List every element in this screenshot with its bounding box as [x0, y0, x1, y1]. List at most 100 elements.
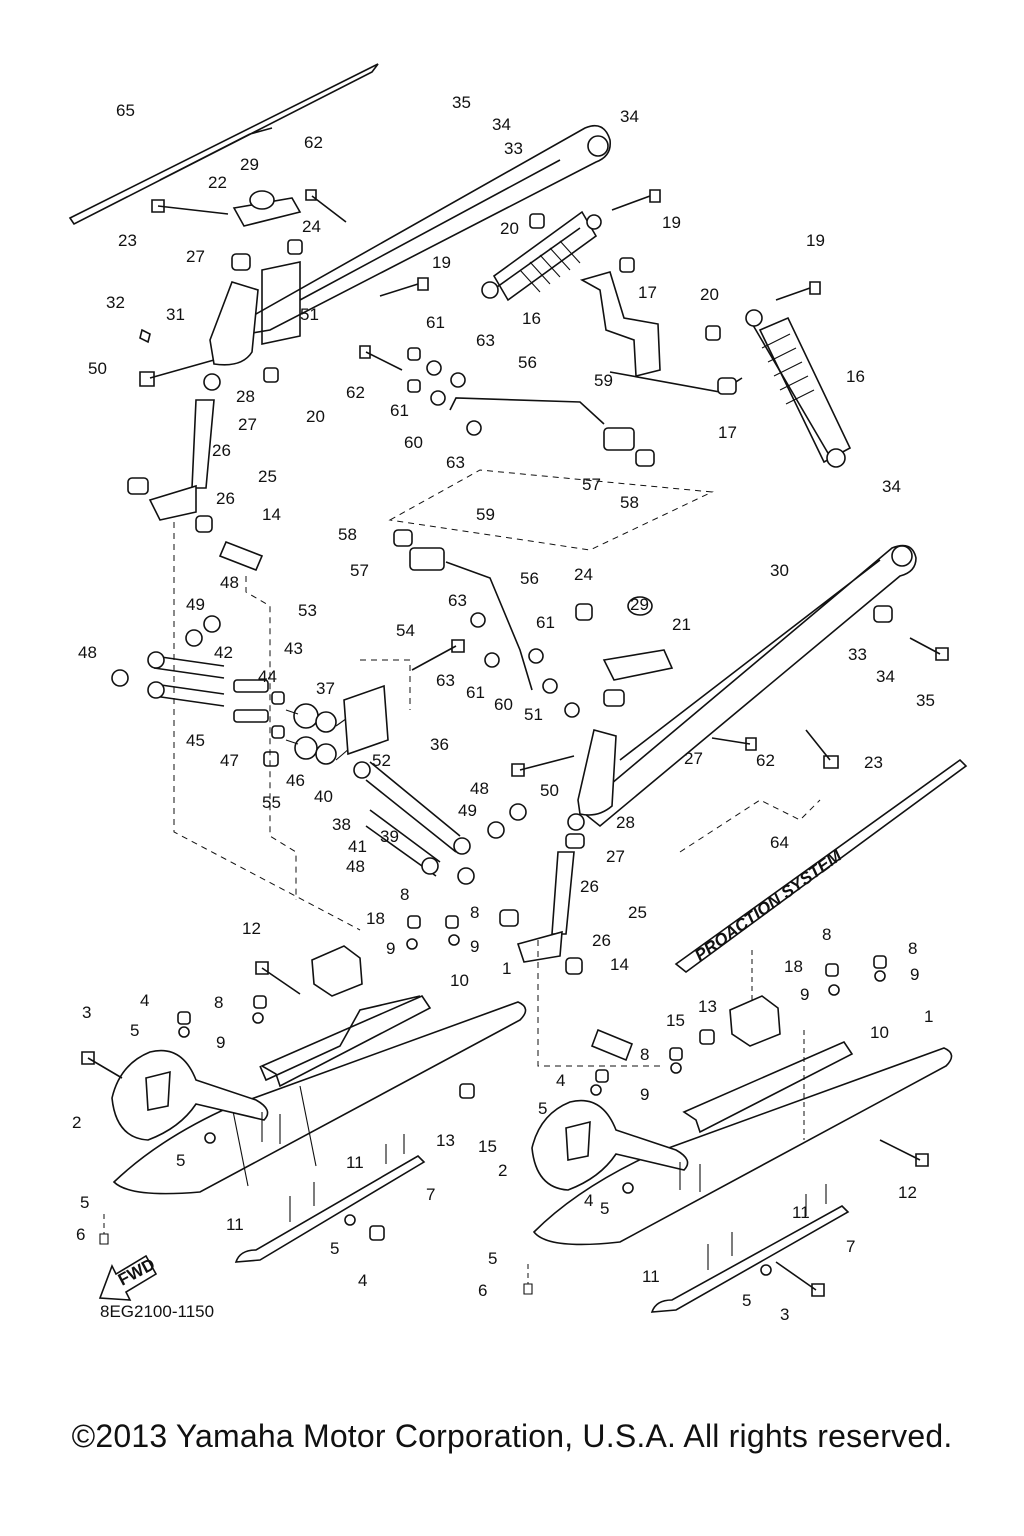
callout-12: 12 — [898, 1183, 917, 1202]
callout-14: 14 — [262, 505, 281, 524]
stabilizer-bar-56-lower — [445, 561, 533, 691]
callout-45: 45 — [186, 731, 205, 750]
callout-63: 63 — [476, 331, 495, 350]
shock-absorber-16-right — [745, 309, 852, 468]
callout-9: 9 — [640, 1085, 649, 1104]
callout-4: 4 — [140, 991, 149, 1010]
callout-49: 49 — [186, 595, 205, 614]
callout-9: 9 — [800, 985, 809, 1004]
callout-56: 56 — [518, 353, 537, 372]
decal-64-text: PROACTION SYSTEM — [691, 846, 846, 966]
ski-left — [81, 915, 527, 1263]
bolt-62-top — [305, 189, 347, 223]
forward-direction-arrow: FWD — [98, 1255, 158, 1301]
callout-6: 6 — [478, 1281, 487, 1300]
steering-column-25-right — [551, 851, 575, 935]
bracket-57-lower — [409, 547, 445, 571]
callout-26: 26 — [216, 489, 235, 508]
washer-28-lower — [567, 813, 585, 831]
callout-40: 40 — [314, 787, 333, 806]
callout-35: 35 — [452, 93, 471, 112]
rod-36-39 — [365, 761, 461, 877]
callout-51: 51 — [524, 705, 543, 724]
bolt-23-right — [805, 729, 839, 769]
callout-9: 9 — [216, 1033, 225, 1052]
callout-27: 27 — [684, 749, 703, 768]
callout-63: 63 — [446, 453, 465, 472]
bolt-62-mid — [359, 345, 403, 371]
callout-61: 61 — [390, 401, 409, 420]
callout-33: 33 — [504, 139, 523, 158]
callout-5: 5 — [538, 1099, 547, 1118]
callout-62: 62 — [756, 751, 775, 770]
ski-right — [523, 950, 953, 1313]
callout-17: 17 — [638, 283, 657, 302]
callout-61: 61 — [536, 613, 555, 632]
diagram-code: 8EG2100-1150 — [100, 1302, 215, 1321]
callout-60: 60 — [404, 433, 423, 452]
callout-62: 62 — [346, 383, 365, 402]
callout-7: 7 — [426, 1185, 435, 1204]
callout-7: 7 — [846, 1237, 855, 1256]
callout-5: 5 — [176, 1151, 185, 1170]
callout-11: 11 — [792, 1203, 810, 1222]
bushing-26-left-b — [195, 515, 213, 533]
callout-55: 55 — [262, 793, 281, 812]
callout-60: 60 — [494, 695, 513, 714]
callout-41: 41 — [348, 837, 367, 856]
callout-29: 29 — [240, 155, 259, 174]
callout-10: 10 — [870, 1023, 889, 1042]
callout-58: 58 — [620, 493, 639, 512]
callout-59: 59 — [476, 505, 495, 524]
callout-9: 9 — [386, 939, 395, 958]
callout-3: 3 — [780, 1305, 789, 1324]
callout-34: 34 — [620, 107, 639, 126]
callout-11: 11 — [226, 1215, 244, 1234]
spindle-housing-right — [577, 729, 617, 816]
ball-joint-43 — [293, 703, 319, 729]
callout-50: 50 — [88, 359, 107, 378]
ski-saddle-10-left — [259, 994, 432, 1088]
callout-5: 5 — [600, 1199, 609, 1218]
ski-runner-7-right — [650, 1205, 850, 1313]
nut-20-a — [529, 213, 545, 229]
bolt-12-left — [255, 961, 301, 995]
callout-25: 25 — [628, 903, 647, 922]
steering-column-25-left — [191, 399, 215, 489]
callout-25: 25 — [258, 467, 277, 486]
callout-19: 19 — [432, 253, 451, 272]
callout-49: 49 — [458, 801, 477, 820]
callout-30: 30 — [770, 561, 789, 580]
callout-5: 5 — [742, 1291, 751, 1310]
collar-14-right — [590, 1028, 634, 1062]
stabilizer-bar-56-upper — [449, 397, 605, 425]
bolt-35-right — [909, 637, 949, 661]
bolt-3-left — [81, 1051, 123, 1079]
bushing-58-lower — [393, 529, 413, 547]
callout-63: 63 — [448, 591, 467, 610]
bushing-26-left-a — [127, 477, 149, 495]
callout-12: 12 — [242, 919, 261, 938]
callout-24: 24 — [574, 565, 593, 584]
callout-33: 33 — [848, 645, 867, 664]
ski-handle-2-left — [111, 1049, 269, 1141]
callout-36: 36 — [430, 735, 449, 754]
callout-31: 31 — [166, 305, 185, 324]
callout-18: 18 — [784, 957, 803, 976]
nut-20-c — [263, 367, 279, 383]
bolt-19-a — [611, 189, 661, 211]
callout-28: 28 — [616, 813, 635, 832]
callout-20: 20 — [500, 219, 519, 238]
callout-26: 26 — [580, 877, 599, 896]
plate-52 — [343, 684, 389, 756]
callout-3: 3 — [82, 1003, 91, 1022]
callout-58: 58 — [338, 525, 357, 544]
bolt-23-top — [151, 199, 229, 215]
callout-48: 48 — [78, 643, 97, 662]
callout-17: 17 — [718, 423, 737, 442]
ski-body-1-right — [532, 1047, 953, 1246]
callout-20: 20 — [306, 407, 325, 426]
decal-64 — [674, 758, 968, 974]
callout-48: 48 — [346, 857, 365, 876]
callout-34: 34 — [876, 667, 895, 686]
